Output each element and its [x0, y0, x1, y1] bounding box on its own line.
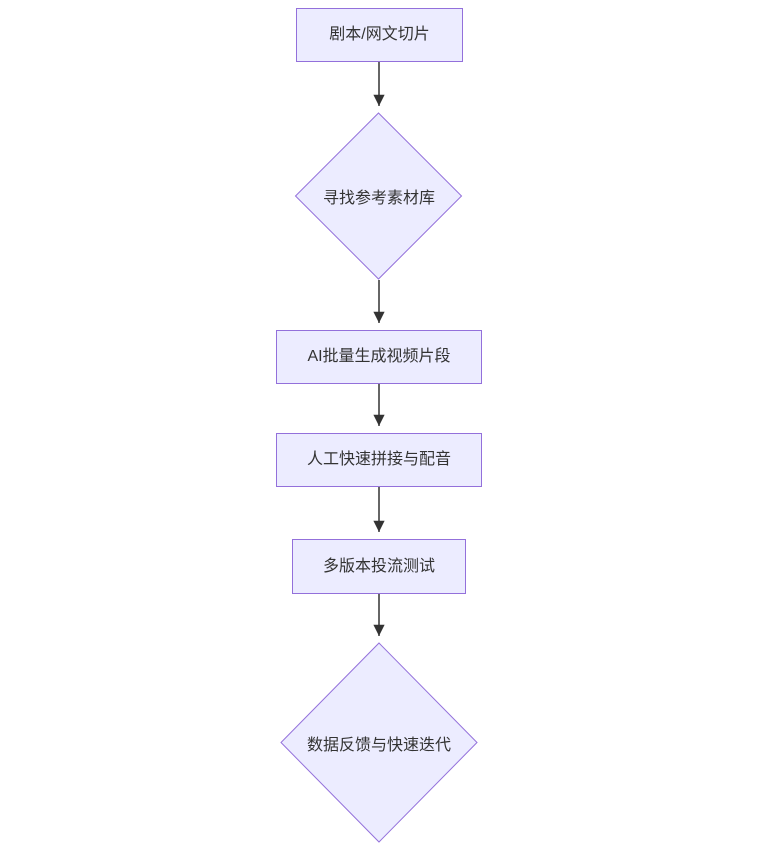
node-find-refs-shape: [294, 112, 463, 280]
node-data-feedback-shape: [280, 642, 478, 843]
node-ab-test: 多版本投流测试: [292, 539, 466, 594]
node-script-slice: 剧本/网文切片: [296, 8, 463, 62]
node-ab-test-label: 多版本投流测试: [322, 557, 435, 575]
node-script-slice-label: 剧本/网文切片: [329, 26, 430, 44]
node-ai-generate-label: AI批量生成视频片段: [307, 348, 451, 366]
node-manual-splice-label: 人工快速拼接与配音: [306, 451, 451, 469]
node-manual-splice: 人工快速拼接与配音: [276, 433, 482, 487]
node-ai-generate: AI批量生成视频片段: [276, 330, 482, 384]
